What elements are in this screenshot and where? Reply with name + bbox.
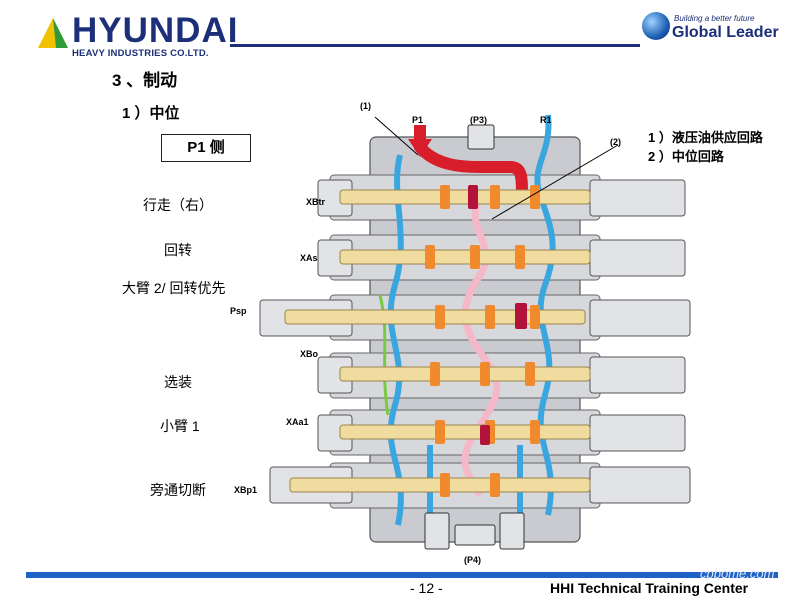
callout-2: (2) [610, 137, 621, 147]
active-lands [468, 185, 527, 445]
slogan-main: Global Leader [672, 24, 779, 41]
port-p4: (P4) [464, 555, 481, 565]
watermark: cpbome.com [700, 566, 775, 581]
logo-name: HYUNDAI [72, 11, 239, 50]
label-travel-right: 行走（右） [143, 197, 213, 213]
slogan-small: Building a better future [674, 14, 755, 23]
label-swing: 回转 [164, 242, 192, 258]
port-xbtr: XBtr [306, 197, 325, 207]
global-leader-logo: Building a better future Global Leader [642, 12, 782, 48]
supply-arrow-icon [408, 139, 432, 157]
spools [284, 189, 591, 493]
port-psp: Psp [230, 306, 247, 316]
callout-2-leader [491, 144, 619, 220]
neutral-circuit [461, 192, 501, 497]
logo-subtitle: HEAVY INDUSTRIES CO.LTD. [72, 48, 209, 59]
spool-lands [425, 185, 540, 497]
bottom-fittings [424, 512, 525, 550]
hyundai-logo: HYUNDAI HEAVY INDUSTRIES CO.LTD. [36, 11, 239, 59]
header-divider [230, 44, 640, 47]
top-fitting [467, 124, 495, 150]
p1-side-box: P1 侧 [161, 134, 251, 162]
logo-triangle-icon [38, 18, 68, 48]
supply-circuit [414, 125, 528, 196]
globe-icon [642, 12, 670, 40]
port-r1: R1 [540, 115, 552, 125]
label-option: 选装 [164, 374, 192, 390]
port-xbo: XBo [300, 349, 319, 359]
port-p1: P1 [412, 115, 423, 125]
right-end-caps [589, 179, 691, 504]
port-xas: XAs [300, 253, 318, 263]
port-xbp1: XBp1 [234, 485, 257, 495]
port-xaa1: XAa1 [286, 417, 309, 427]
legend-neutral-circuit: 2 ）中位回路 [648, 149, 724, 164]
control-valve-diagram: (1) (2) P1 (P3) R1 (P4) XBtr XAs Psp XBo… [230, 101, 691, 565]
training-center-name: HHI Technical Training Center [550, 580, 749, 596]
label-boom2-swing-priority: 大臂 2/ 回转优先 [122, 280, 226, 296]
callout-1-leader [374, 116, 419, 156]
port-p3: (P3) [470, 115, 487, 125]
label-bypass-cut: 旁通切断 [150, 482, 206, 498]
page-number: - 12 - [410, 580, 443, 596]
section-title: 3 、制动 [112, 71, 178, 90]
legend-supply-circuit: 1 ）液压油供应回路 [648, 130, 763, 145]
subsection-title: 1 ）中位 [122, 105, 180, 122]
footer-bar [26, 572, 778, 578]
callout-1: (1) [360, 101, 371, 111]
label-arm1: 小臂 1 [160, 418, 200, 434]
pilot-line [378, 294, 390, 416]
